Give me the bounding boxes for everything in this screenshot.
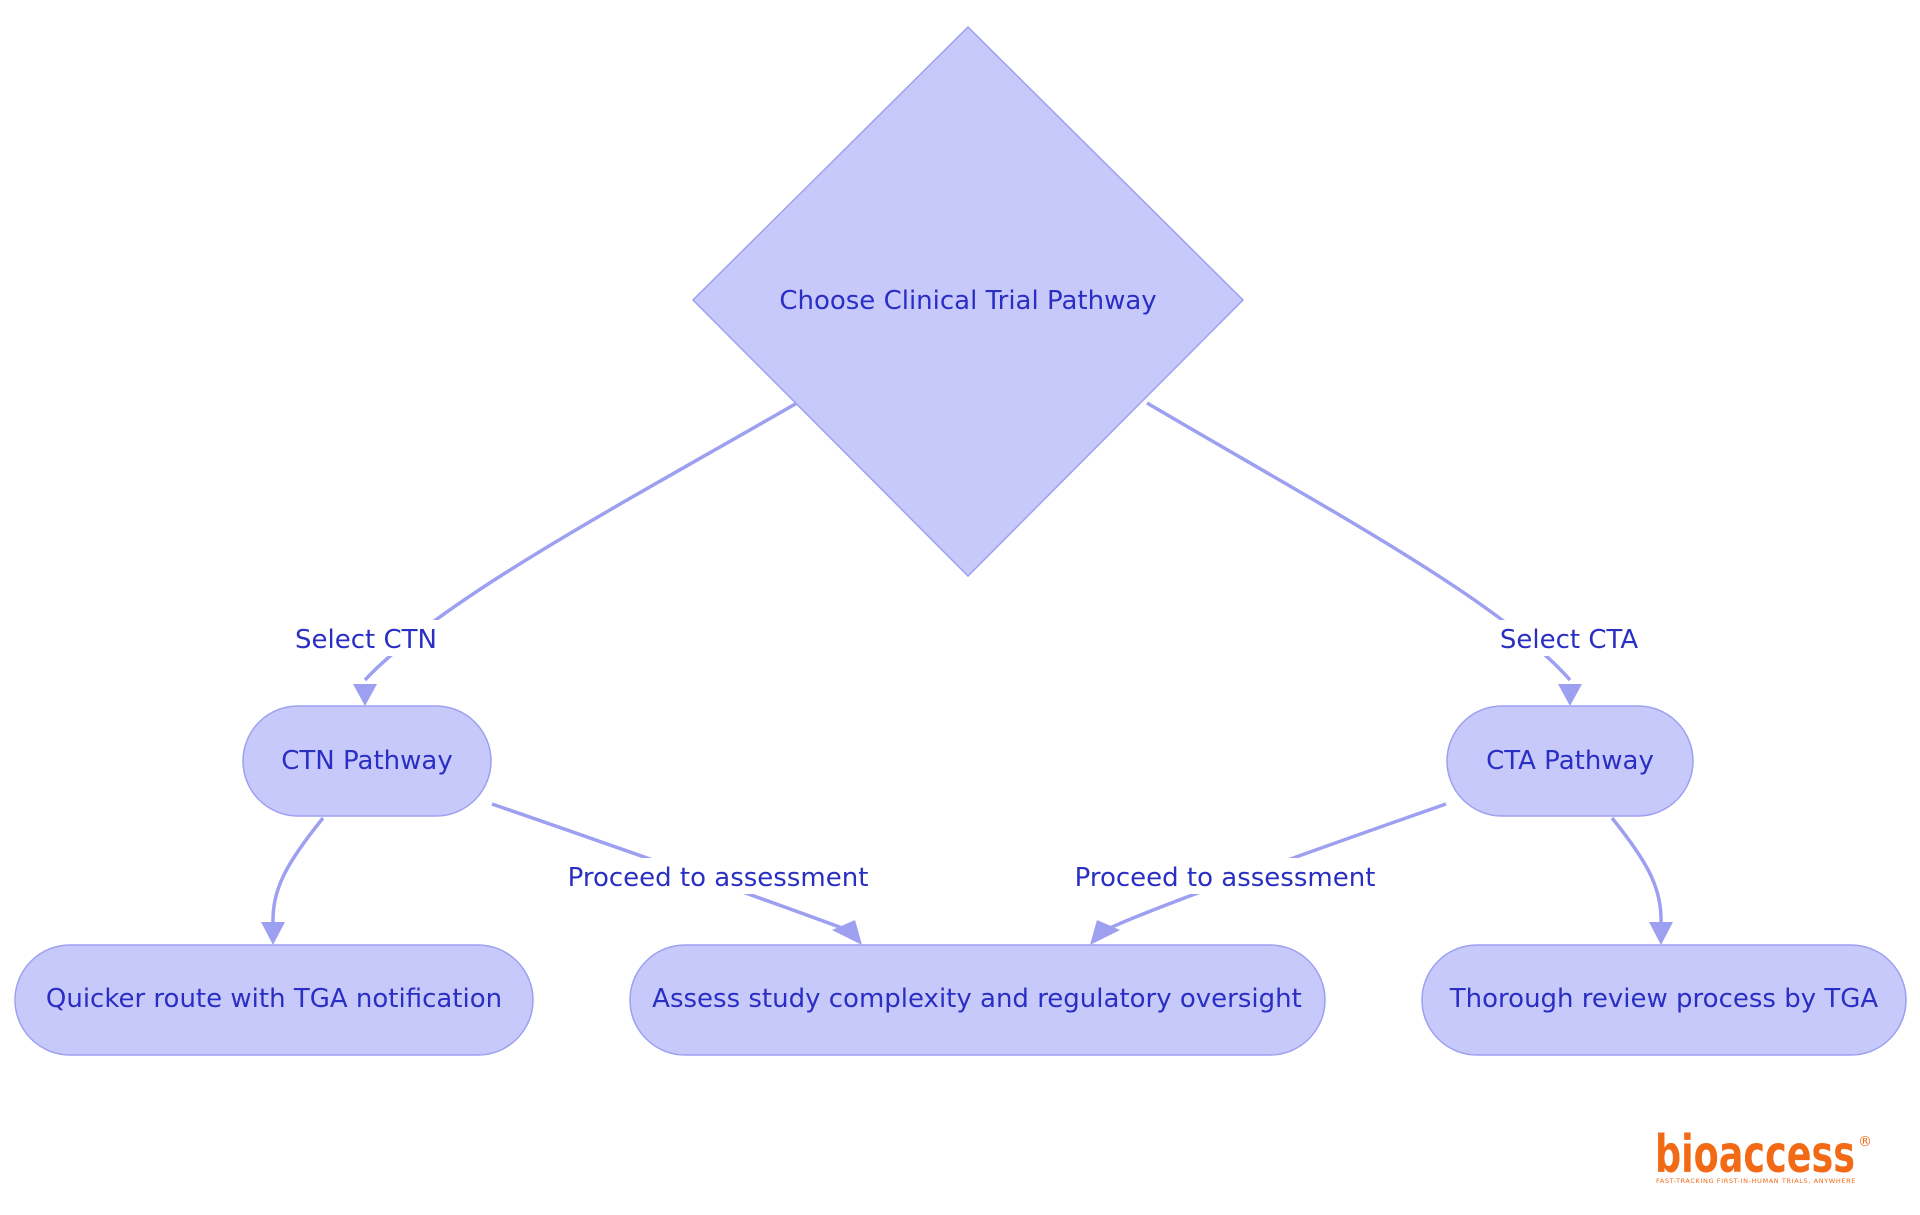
arrow-cta [1558,684,1582,706]
decision-diamond [691,25,1245,578]
node-cta-box [1446,705,1694,817]
logo-wordmark: bioaccess [1655,1125,1855,1185]
edge-ctn-quicker [271,816,325,926]
edge-label-select-ctn: Select CTN [295,625,437,655]
edge-label-select-cta: Select CTA [1500,625,1638,655]
edge-label-cta-assess: Proceed to assessment [1075,863,1376,893]
arrow-ctn-assess [832,920,862,945]
node-thorough-label: Thorough review process by TGA [1449,984,1879,1014]
decision-node: Choose Clinical Trial Pathway [691,25,1245,578]
node-thorough: Thorough review process by TGA [1421,944,1907,1056]
decision-label: Choose Clinical Trial Pathway [779,286,1156,316]
node-ctn-box [242,705,492,817]
edge-cta-thorough [1610,816,1663,926]
logo-tagline: FAST-TRACKING FIRST-IN-HUMAN TRIALS, ANY… [1656,1177,1856,1185]
node-ctn-label: CTN Pathway [281,746,452,776]
arrow-cta-assess [1090,920,1120,945]
node-assess-label: Assess study complexity and regulatory o… [652,984,1302,1014]
edge-label-ctn-assess: Proceed to assessment [568,863,869,893]
edge-labels: Select CTN Select CTA Proceed to assessm… [291,620,1644,894]
arrow-quicker [261,922,285,945]
logo-registered-mark: ® [1858,1134,1872,1150]
node-assess-box [629,944,1326,1056]
bioaccess-logo: bioaccess ® FAST-TRACKING FIRST-IN-HUMAN… [1655,1125,1872,1185]
arrow-thorough [1649,922,1673,945]
node-cta: CTA Pathway [1446,705,1694,817]
node-ctn: CTN Pathway [242,705,492,817]
node-quicker-label: Quicker route with TGA notification [46,984,502,1014]
node-thorough-box [1421,944,1907,1056]
node-quicker: Quicker route with TGA notification [14,944,534,1056]
arrow-ctn [353,684,377,706]
node-assess: Assess study complexity and regulatory o… [629,944,1326,1056]
node-cta-label: CTA Pathway [1486,746,1654,776]
node-quicker-box [14,944,534,1056]
